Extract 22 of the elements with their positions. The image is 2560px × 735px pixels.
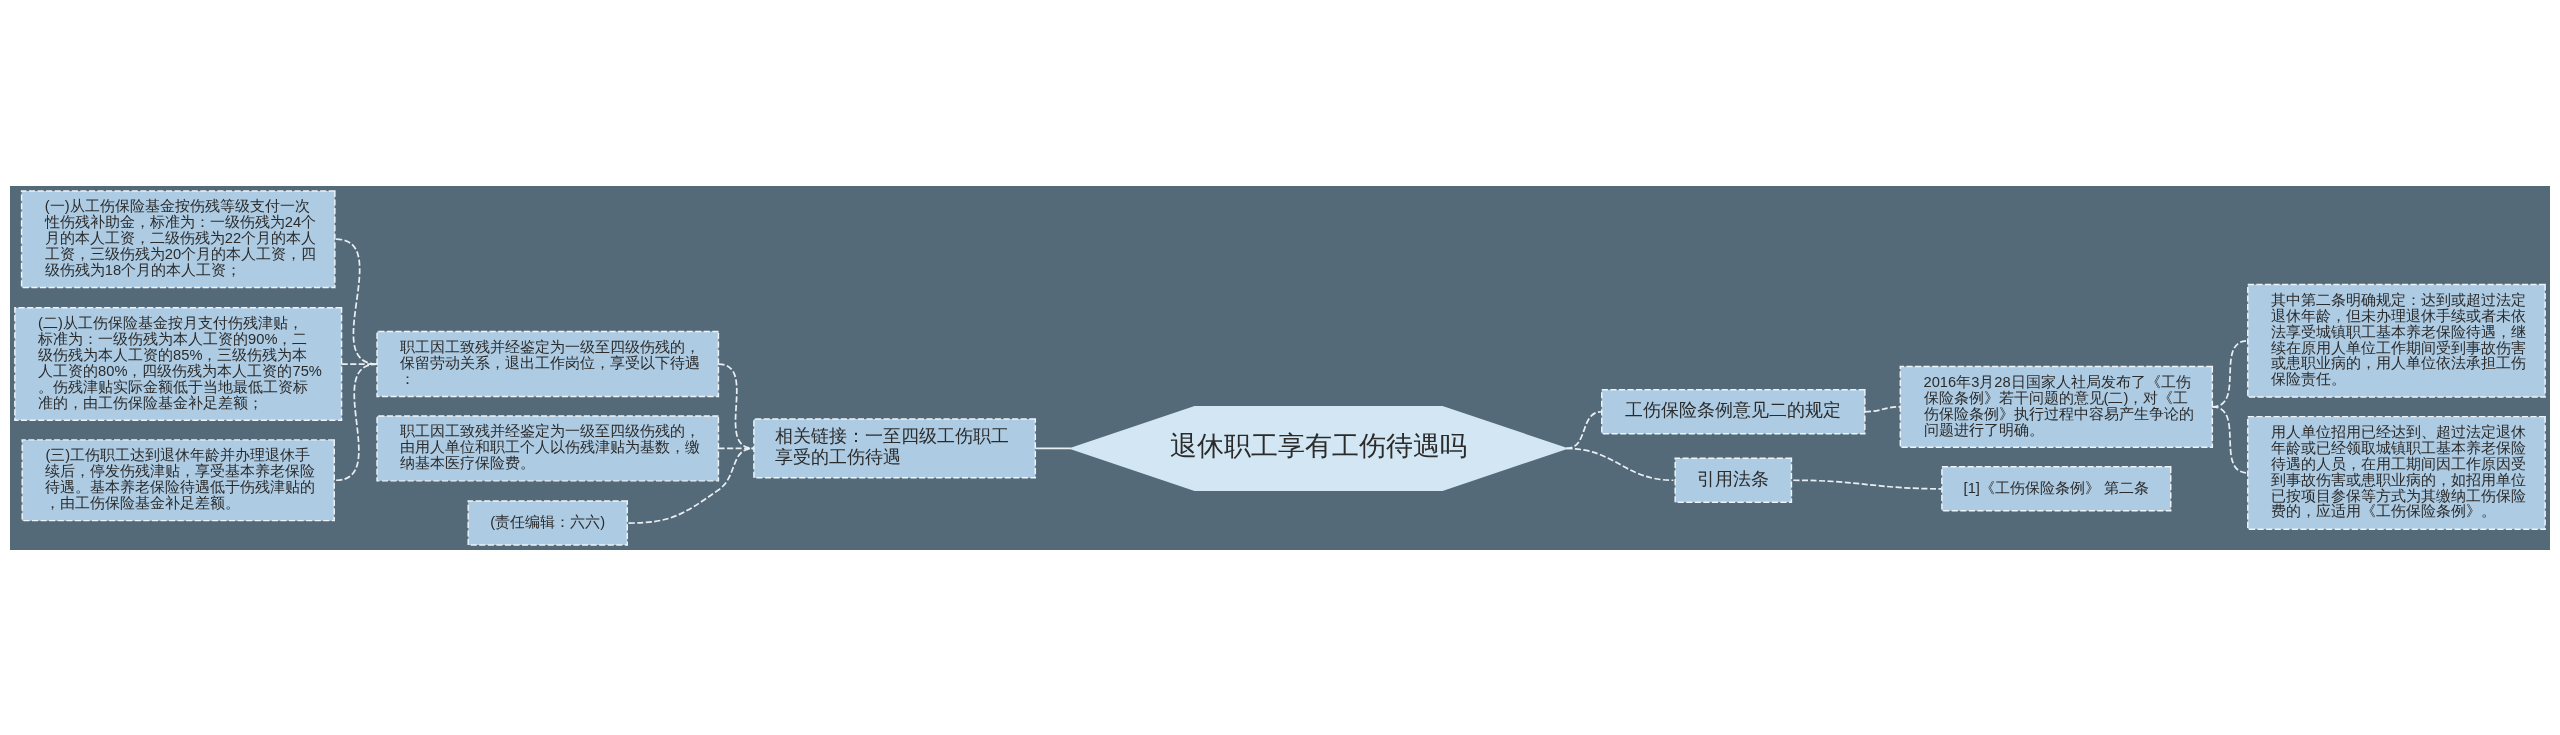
node-box: 工伤保险条例意见二的规定 — [1601, 388, 1866, 434]
node-box: (三)工伤职工达到退休年龄并办理退休手续后，停发伤残津贴，享受基本养老保险待遇。基本养老保险待遇低于伤残津贴的，由工伤保险基金补足差额。 — [21, 438, 335, 521]
node-box: 相关链接：一至四级工伤职工享受的工伤待遇 — [753, 417, 1037, 479]
connector — [335, 362, 378, 481]
node-box: 2016年3月28日国家人社局发布了《工伤保险条例》若干问题的意见(二)，对《工伤保险条例》执行过程中容易产生争论的问题进行了明确。 — [1899, 365, 2214, 448]
connector — [1565, 410, 1603, 449]
connector — [1792, 478, 1943, 490]
connector — [1034, 447, 1072, 449]
node-box: (二)从工伤保险基金按月支付伤残津贴，标准为：一级伤残为本人工资的90%，二级伤残为本人工资的85%，三级伤残为本人工资的80%，四级伤残为本人工资的75%。伤残津贴实际金额低于当地最低工资标准的，由工伤保险基金补足差额； — [14, 306, 343, 421]
node-box: [1]《工伤保险条例》 第二条 — [1941, 465, 2172, 512]
node-box: (责任编辑：六六) — [467, 499, 628, 546]
node-box: 引用法条 — [1674, 457, 1793, 503]
node-box: 职工因工致残并经鉴定为一级至四级伤残的，由用人单位和职工个人以伤残津贴为基数，缴纳基本医疗保险费。 — [376, 414, 720, 482]
connector — [1863, 405, 1902, 413]
connector — [2211, 405, 2249, 474]
connector — [627, 447, 755, 524]
connector — [1565, 447, 1675, 481]
node-box: (一)从工伤保险基金按伤残等级支付一次性伤残补助金，标准为：一级伤残为24个月的本人工资，二级伤残为22个月的本人工资，三级伤残为20个月的本人工资，四级伤残为18个月的本人工资； — [20, 189, 336, 288]
node-box: 职工因工致残并经鉴定为一级至四级伤残的，保留劳动关系，退出工作岗位，享受以下待遇： — [376, 330, 720, 397]
connector — [717, 362, 755, 449]
node-box: 用人单位招用已经达到、超过法定退休年龄或已经领取城镇职工基本养老保险待遇的人员，在用工期间因工作原因受到事故伤害或患职业病的，如招用单位已按项目参保等方式为其缴纳工伤保险费的，应适用《工伤保险条例》。 — [2247, 415, 2546, 530]
node-box: 其中第二条明确规定：达到或超过法定退休年龄，但未办理退休手续或者未依法享受城镇职工基本养老保险待遇，继续在原用人单位工作期间受到事故伤害或患职业病的，用人单位依法承担工伤保险责任。 — [2247, 283, 2546, 398]
